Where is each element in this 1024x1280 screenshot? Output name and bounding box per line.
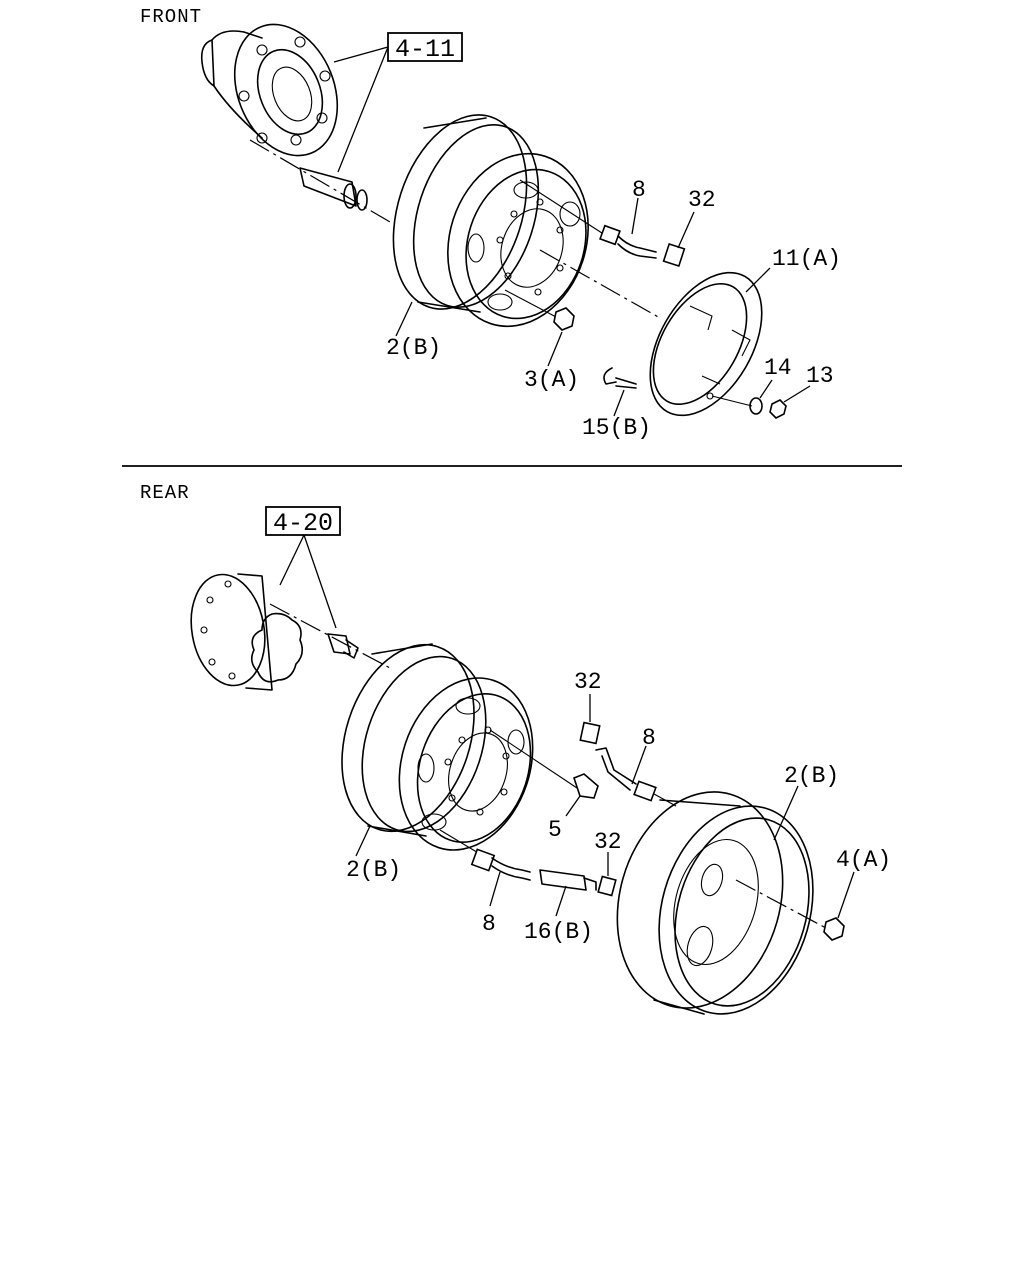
- front-hub: [200, 23, 339, 157]
- rear-section: REAR 4-20: [140, 482, 891, 1015]
- front-nut-guide: [504, 289, 559, 319]
- front-wheel-centerline: [539, 249, 661, 319]
- front-leader-14: [759, 379, 773, 399]
- front-wheel-cover: [649, 271, 763, 417]
- rear-valve: [573, 773, 599, 799]
- rear-label-2b-left: 2(B): [346, 857, 401, 883]
- rear-label-32-lower: 32: [594, 829, 622, 855]
- front-leader-8: [631, 197, 639, 235]
- front-leader-3a: [547, 331, 563, 367]
- front-label-2b: 2(B): [386, 335, 441, 361]
- rear-leader-4a: [837, 871, 855, 919]
- rear-label-5: 5: [548, 817, 562, 843]
- front-label-3a: 3(A): [524, 367, 579, 393]
- front-label-15b: 15(B): [582, 415, 651, 441]
- rear-valve-guide: [489, 729, 581, 791]
- front-stud: [299, 167, 368, 211]
- front-ref-label: 4-11: [395, 35, 455, 64]
- rear-heading: REAR: [140, 482, 190, 504]
- front-section: FRONT 4-11: [140, 6, 841, 441]
- front-valve-extension: [599, 224, 657, 259]
- front-label-13: 13: [806, 363, 834, 389]
- rear-leader-2b-left: [355, 825, 371, 857]
- front-cover-nut: [769, 399, 787, 419]
- front-label-32: 32: [688, 187, 716, 213]
- rear-extension-hose: [539, 869, 597, 891]
- front-leader-32: [677, 211, 695, 249]
- front-wheel-rim: [392, 114, 589, 328]
- rear-top-valve-extension: [595, 747, 657, 802]
- rear-stud: [327, 633, 359, 659]
- rear-top-valve-cap: [579, 721, 601, 745]
- front-valve-cap: [662, 242, 686, 268]
- front-leader-2b: [395, 301, 413, 337]
- front-leader-13: [783, 385, 811, 403]
- front-wheel-nut: [553, 307, 575, 331]
- front-hub-centerline: [249, 139, 391, 223]
- rear-lower-valve-cap: [597, 875, 617, 897]
- front-label-14: 14: [764, 355, 792, 381]
- rear-label-4a: 4(A): [836, 847, 891, 873]
- rear-outer-wheel-centerline: [735, 879, 827, 929]
- rear-wheel-nut: [823, 917, 845, 941]
- rear-leader-8-lower: [489, 871, 501, 907]
- rear-hub-centerline: [269, 603, 391, 669]
- rear-outer-wheel: [616, 791, 814, 1015]
- front-heading: FRONT: [140, 6, 202, 28]
- rear-leader-2b-right: [773, 785, 799, 841]
- rear-label-16b: 16(B): [524, 919, 593, 945]
- rear-lower-valve-extension: [470, 848, 531, 881]
- rear-ref-box[interactable]: 4-20: [265, 506, 341, 538]
- front-label-11a: 11(A): [772, 246, 841, 272]
- rear-ref-leaders: [279, 534, 337, 629]
- rear-hub: [190, 573, 304, 691]
- rear-label-32-top: 32: [574, 669, 602, 695]
- front-leader-15b: [613, 389, 625, 417]
- front-ref-leaders: [333, 46, 389, 173]
- rear-leader-16b: [555, 885, 567, 917]
- rear-label-2b-right: 2(B): [784, 763, 839, 789]
- rear-label-8-lower: 8: [482, 911, 496, 937]
- front-cover-bolt: [603, 367, 637, 389]
- front-label-8: 8: [632, 177, 646, 203]
- front-leader-11a: [745, 267, 771, 293]
- rear-inner-wheel: [341, 643, 534, 851]
- rear-label-8-top: 8: [642, 725, 656, 751]
- front-cover-bolt-guide: [711, 395, 753, 407]
- front-valve-guide: [519, 179, 606, 236]
- front-ref-box[interactable]: 4-11: [387, 32, 463, 64]
- rear-ref-label: 4-20: [273, 509, 333, 538]
- rear-leader-5: [565, 795, 581, 817]
- rear-leader-8-top: [631, 745, 647, 785]
